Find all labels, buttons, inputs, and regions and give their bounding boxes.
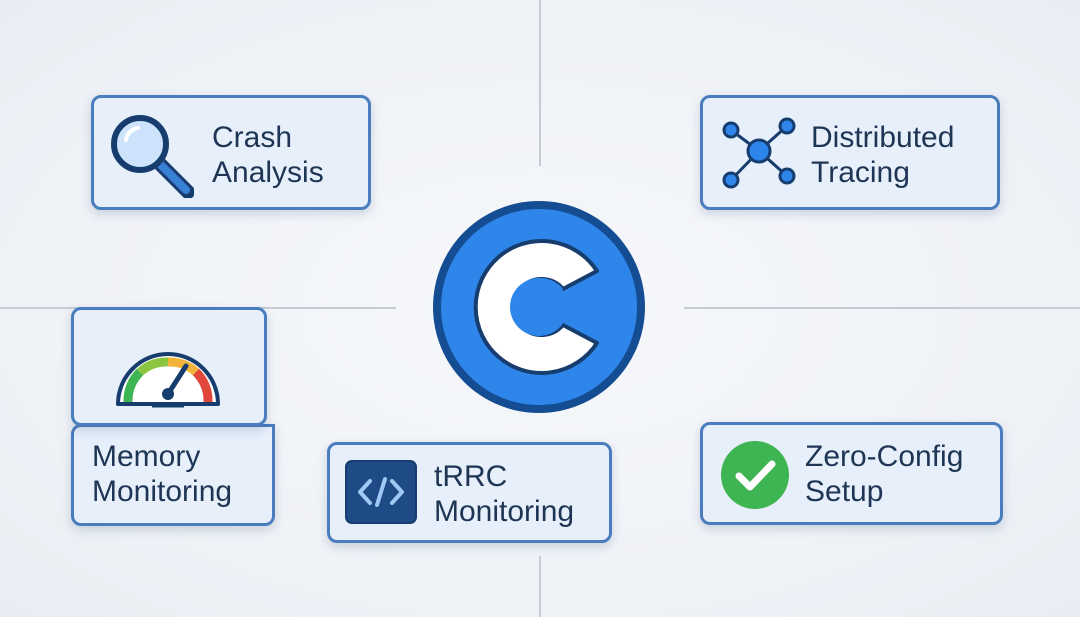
crash-analysis-label: Crash Analysis — [212, 121, 324, 189]
zero-config-label: Zero-Config Setup — [805, 440, 964, 508]
trrc-monitoring-label: tRRC Monitoring — [434, 460, 575, 528]
distributed-tracing-card: Distributed Tracing — [700, 95, 1000, 210]
divider-bottom — [539, 556, 541, 617]
magnifier-icon — [108, 112, 194, 198]
divider-top — [539, 0, 541, 166]
checkmark-icon — [719, 439, 791, 511]
memory-gauge-card — [71, 307, 267, 426]
divider-right — [684, 307, 1080, 309]
distributed-tracing-label: Distributed Tracing — [811, 121, 955, 189]
crash-analysis-card: Crash Analysis — [91, 95, 371, 210]
network-nodes-icon — [717, 112, 803, 198]
zero-config-card: Zero-Config Setup — [700, 422, 1003, 525]
memory-monitoring-card: Memory Monitoring — [71, 424, 275, 526]
memory-monitoring-label: Memory Monitoring — [92, 440, 233, 508]
gauge-icon — [112, 322, 224, 412]
c-logo-icon — [432, 200, 646, 414]
trrc-monitoring-card: tRRC Monitoring — [327, 442, 612, 543]
code-icon — [344, 459, 418, 525]
